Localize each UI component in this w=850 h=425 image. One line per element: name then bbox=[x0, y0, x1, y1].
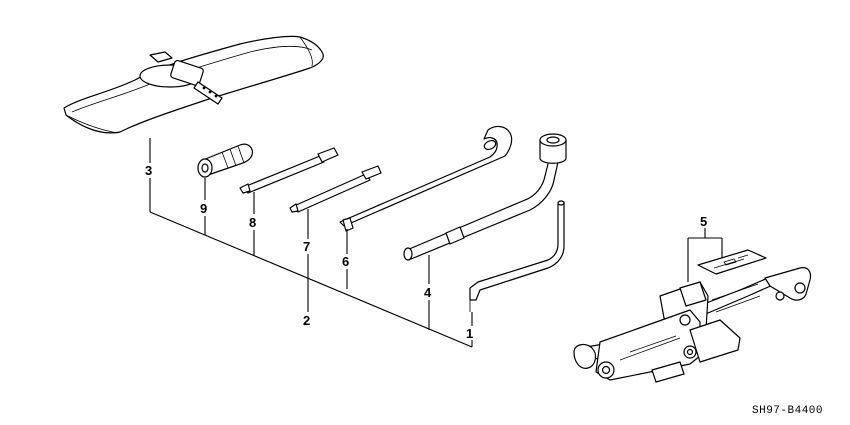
flat-screwdriver-icon bbox=[239, 147, 339, 194]
callout-7: 7 bbox=[303, 239, 310, 254]
callout-6: 6 bbox=[342, 254, 349, 269]
wheel-nut-wrench-icon bbox=[403, 133, 567, 261]
extension-bar-icon bbox=[339, 125, 513, 232]
callout-3: 3 bbox=[145, 163, 152, 178]
screwdriver-grip-icon bbox=[197, 143, 253, 178]
callout-1: 1 bbox=[466, 326, 473, 341]
leader-lines bbox=[149, 138, 723, 348]
diagram-code: SH97-B4400 bbox=[752, 405, 823, 417]
callouts: 1 2 3 4 5 6 7 8 9 bbox=[145, 163, 707, 341]
scissor-jack-icon bbox=[573, 267, 812, 383]
callout-2: 2 bbox=[303, 313, 310, 328]
callout-4: 4 bbox=[424, 285, 432, 300]
callout-8: 8 bbox=[249, 215, 256, 230]
jack-label-icon bbox=[697, 249, 767, 275]
phillips-screwdriver-icon bbox=[289, 165, 382, 213]
callout-5: 5 bbox=[700, 214, 707, 229]
callout-9: 9 bbox=[200, 201, 207, 216]
jack-handle-icon bbox=[469, 200, 565, 312]
tool-bag-icon bbox=[63, 35, 324, 134]
